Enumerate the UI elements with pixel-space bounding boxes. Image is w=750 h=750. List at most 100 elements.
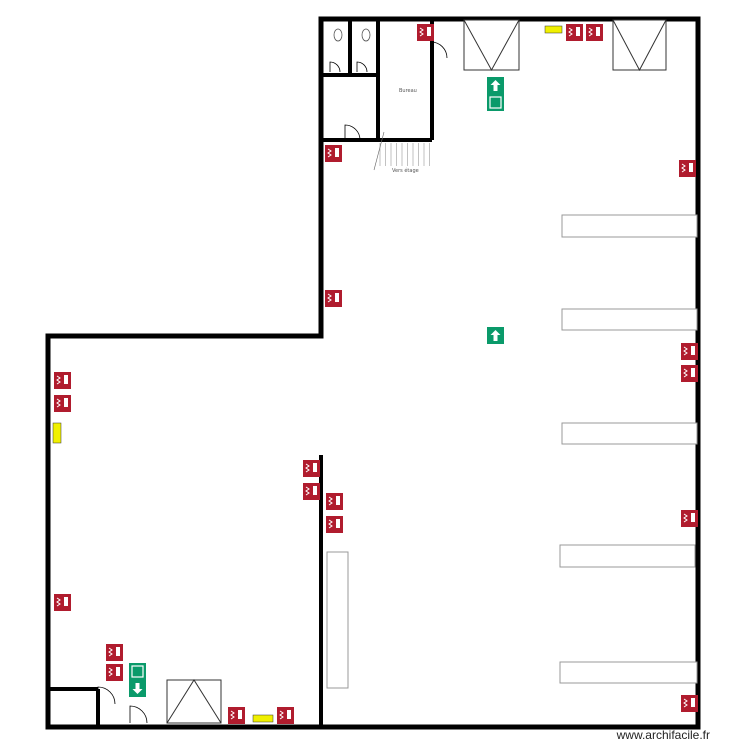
extinguisher-bg xyxy=(566,24,583,41)
door-swing xyxy=(129,705,148,724)
fire-extinguisher-icon xyxy=(325,145,342,162)
loading-dock-icon xyxy=(166,679,222,724)
loading-dock-icon xyxy=(612,19,667,72)
extinguisher-mark xyxy=(305,463,310,473)
fire-extinguisher-icon xyxy=(303,460,320,477)
door-swing xyxy=(97,686,116,705)
extinguisher-mark xyxy=(230,710,235,720)
door-icon xyxy=(129,705,148,724)
extinguisher-bg xyxy=(277,707,294,724)
extinguisher-mark xyxy=(568,27,573,37)
shelf xyxy=(561,214,698,238)
stair-line xyxy=(373,131,385,171)
extinguisher-bg xyxy=(228,707,245,724)
extinguisher-body xyxy=(116,647,120,656)
exit-arrow xyxy=(490,330,501,341)
extinguisher-bg xyxy=(303,460,320,477)
extinguisher-bg xyxy=(681,365,698,382)
extinguisher-mark xyxy=(305,486,310,496)
dock-mark xyxy=(166,679,222,724)
extinguisher-body xyxy=(691,513,695,522)
extinguisher-bg xyxy=(325,145,342,162)
extinguisher-mark xyxy=(328,519,333,529)
stairs-label: Vers étage xyxy=(392,168,419,174)
door-swing xyxy=(356,61,368,73)
emergency-exit-icon xyxy=(487,77,504,94)
fire-extinguisher-icon xyxy=(228,707,245,724)
exit-arrow xyxy=(490,80,501,91)
fire-extinguisher-icon xyxy=(679,160,696,177)
dock-frame xyxy=(166,679,222,724)
shelf xyxy=(559,544,696,568)
door-swing xyxy=(430,41,448,59)
extinguisher-mark xyxy=(683,368,688,378)
emergency-exit-icon xyxy=(487,94,504,111)
extinguisher-body xyxy=(238,710,242,719)
toilet-icon xyxy=(333,28,343,42)
door-swing xyxy=(329,61,341,73)
fire-extinguisher-icon xyxy=(106,664,123,681)
fire-extinguisher-icon xyxy=(681,365,698,382)
emergency-exit-icon xyxy=(129,680,146,697)
extinguisher-mark xyxy=(327,293,332,303)
extinguisher-body xyxy=(691,346,695,355)
dock-frame xyxy=(463,19,520,71)
exit-bg xyxy=(487,94,504,111)
extinguisher-body xyxy=(335,293,339,302)
loading-dock-icon xyxy=(463,19,520,72)
extinguisher-bg xyxy=(106,664,123,681)
emergency-exit-icon xyxy=(129,663,146,680)
door-icon xyxy=(356,61,368,73)
fire-extinguisher-icon xyxy=(681,695,698,712)
fire-extinguisher-icon xyxy=(681,343,698,360)
extinguisher-mark xyxy=(419,27,424,37)
extinguisher-body xyxy=(64,375,68,384)
extinguisher-bg xyxy=(681,510,698,527)
extinguisher-mark xyxy=(683,698,688,708)
extinguisher-mark xyxy=(683,346,688,356)
extinguisher-body xyxy=(116,667,120,676)
extinguisher-mark xyxy=(683,513,688,523)
shelf xyxy=(561,308,698,331)
shelf xyxy=(561,422,698,445)
extinguisher-body xyxy=(596,27,600,36)
extinguisher-bg xyxy=(326,493,343,510)
extinguisher-mark xyxy=(327,148,332,158)
toilet-bowl xyxy=(361,28,371,42)
extinguisher-mark xyxy=(279,710,284,720)
extinguisher-bg xyxy=(54,395,71,412)
extinguisher-bg xyxy=(303,483,320,500)
extinguisher-bg xyxy=(681,695,698,712)
extinguisher-body xyxy=(691,698,695,707)
fire-extinguisher-icon xyxy=(277,707,294,724)
fire-extinguisher-icon xyxy=(54,594,71,611)
extinguisher-body xyxy=(313,486,317,495)
extinguisher-body xyxy=(427,27,431,36)
door-swing xyxy=(344,124,361,141)
extinguisher-body xyxy=(335,148,339,157)
toilet-bowl xyxy=(333,28,343,42)
extinguisher-body xyxy=(336,519,340,528)
fire-extinguisher-icon xyxy=(106,644,123,661)
toilet-icon xyxy=(361,28,371,42)
fire-extinguisher-icon xyxy=(417,24,434,41)
fire-extinguisher-icon xyxy=(681,510,698,527)
watermark[interactable]: www.archifacile.fr xyxy=(616,728,710,742)
door-icon xyxy=(329,61,341,73)
fire-extinguisher-icon xyxy=(326,516,343,533)
dock-mark xyxy=(463,19,520,72)
extinguisher-bg xyxy=(586,24,603,41)
fire-extinguisher-icon xyxy=(54,395,71,412)
exit-door xyxy=(489,96,502,109)
extinguisher-body xyxy=(64,398,68,407)
extinguisher-bg xyxy=(681,343,698,360)
extinguisher-bg xyxy=(325,290,342,307)
fire-extinguisher-icon xyxy=(326,493,343,510)
dock-frame xyxy=(612,19,667,71)
fire-extinguisher-icon xyxy=(54,372,71,389)
fire-extinguisher-icon xyxy=(566,24,583,41)
shelf xyxy=(559,661,698,684)
exit-bg xyxy=(129,663,146,680)
extinguisher-bg xyxy=(417,24,434,41)
